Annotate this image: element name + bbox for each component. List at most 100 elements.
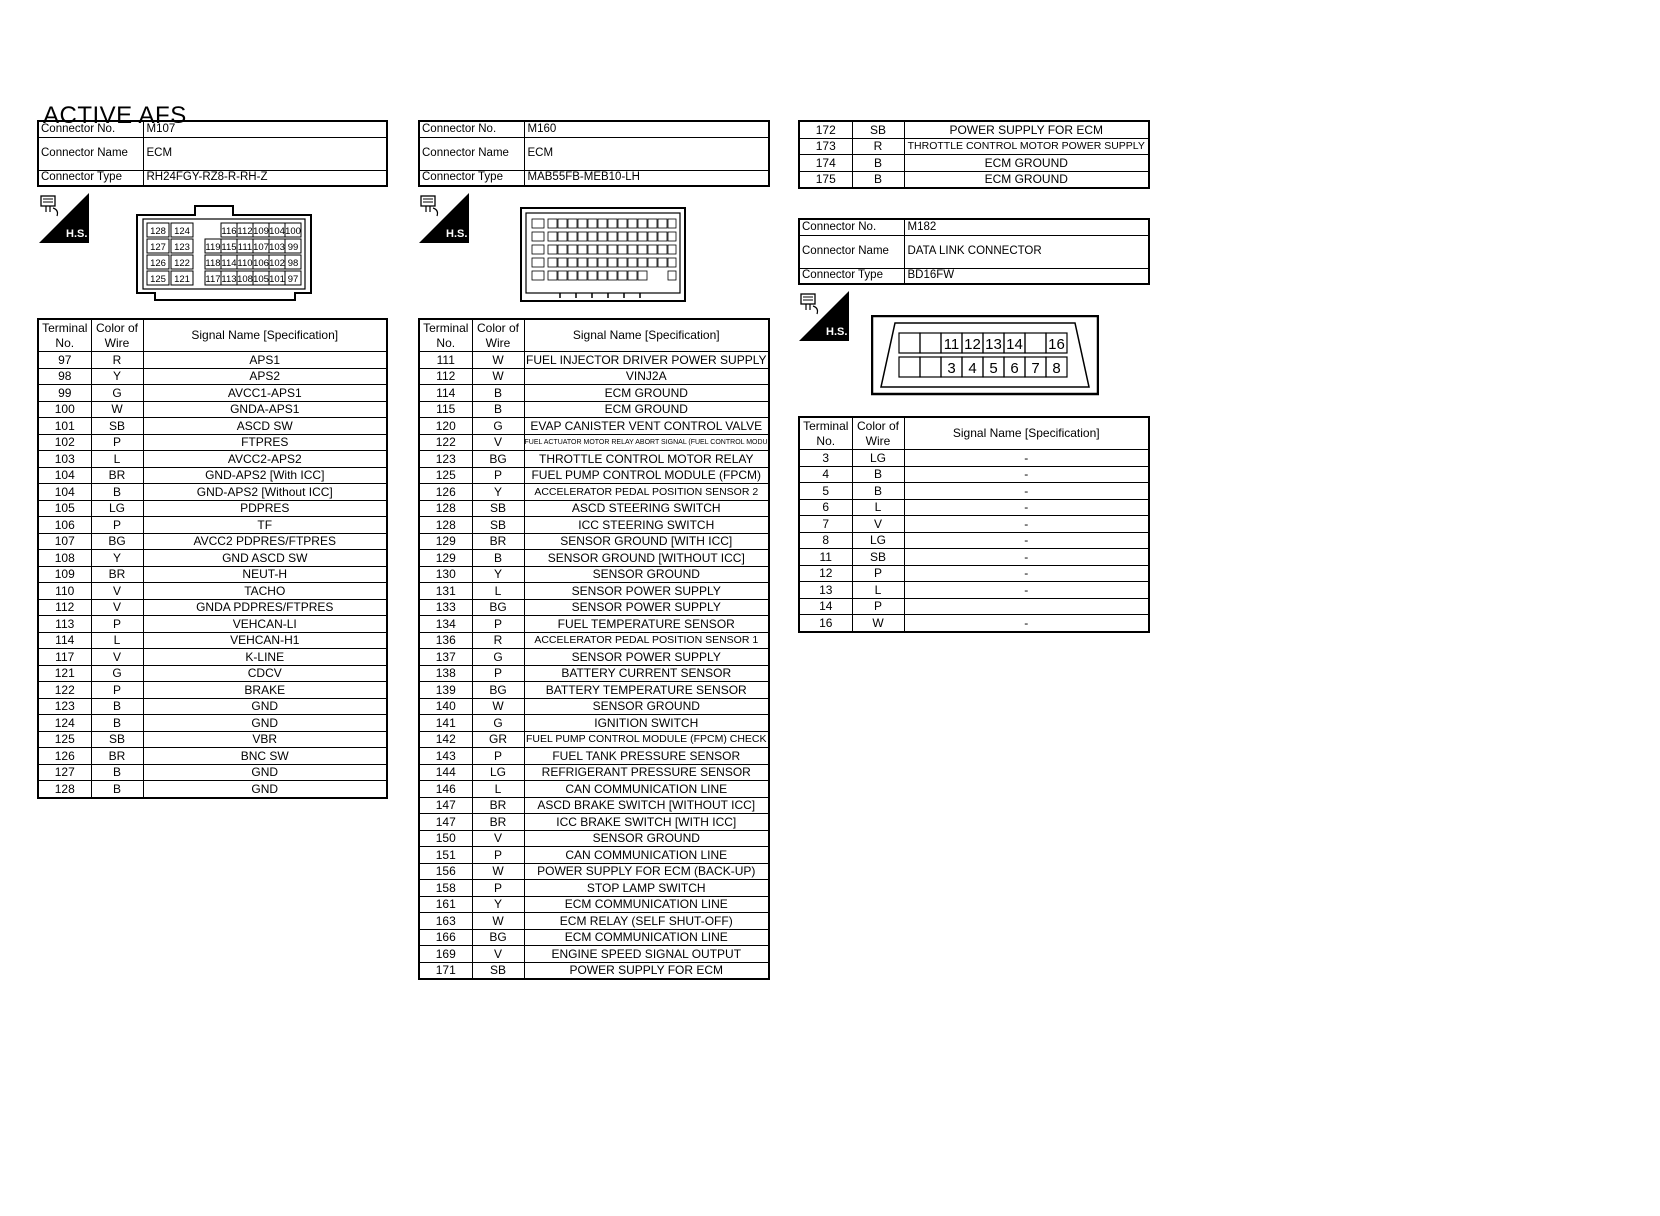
wire-color-cell: B <box>90 763 144 781</box>
wire-color-cell: P <box>90 681 144 699</box>
pin-cell <box>531 218 545 229</box>
pin-cell <box>647 231 658 242</box>
pin-cell <box>170 222 194 238</box>
pin-cell <box>146 254 170 270</box>
pin-cell <box>607 244 618 255</box>
terminal-no-cell: 11 <box>798 548 853 566</box>
signal-name-cell: GNDA PDPRES/FTPRES <box>142 598 388 616</box>
signal-name-cell: ACCELERATOR PEDAL POSITION SENSOR 2 <box>523 483 770 501</box>
terminal-no-cell: 107 <box>37 532 92 550</box>
terminal-no-cell: 104 <box>37 466 92 484</box>
wire-color-cell: B <box>851 154 905 172</box>
pin-label: 125 <box>150 274 166 285</box>
signal-name-cell: AVCC1-APS1 <box>142 384 388 402</box>
wire-color-cell: BG <box>471 598 525 616</box>
wire-color-cell: B <box>90 780 144 798</box>
pin-cell <box>597 218 608 229</box>
signal-name-cell: BRAKE <box>142 681 388 699</box>
terminal-no-cell: 136 <box>418 631 473 649</box>
signal-name-cell: PDPRES <box>142 499 388 517</box>
color-header: Color of Wire <box>471 318 525 352</box>
signal-name-cell: SENSOR GROUND [WITH ICC] <box>523 532 770 550</box>
pin-label: 114 <box>221 258 236 269</box>
pin-cell <box>557 231 568 242</box>
signal-name-cell: BATTERY CURRENT SENSOR <box>523 664 770 682</box>
signal-name-cell <box>903 597 1150 615</box>
signal-name-cell: K-LINE <box>142 648 388 666</box>
terminal-no-cell: 109 <box>37 565 92 583</box>
pin-cell <box>617 270 628 281</box>
signal-name-cell: GND <box>142 697 388 715</box>
signal-name-cell: IGNITION SWITCH <box>523 714 770 732</box>
signal-name-cell: FTPRES <box>142 433 388 451</box>
terminal-no-cell: 120 <box>418 417 473 435</box>
signal-name-cell: ASCD SW <box>142 417 388 435</box>
terminal-no-cell: 150 <box>418 829 473 847</box>
wire-color-cell: B <box>90 697 144 715</box>
pin-cell <box>577 218 588 229</box>
wire-color-cell: B <box>471 549 525 567</box>
terminal-no-cell: 129 <box>418 532 473 550</box>
pin-cell <box>577 231 588 242</box>
connector-no-value: M160 <box>523 120 770 138</box>
signal-name-cell: STOP LAMP SWITCH <box>523 879 770 897</box>
pin-label: 124 <box>174 226 190 237</box>
signal-name-cell: GND-APS2 [Without ICC] <box>142 483 388 501</box>
pin-cell <box>667 244 677 255</box>
pin-label: 110 <box>237 258 252 269</box>
terminal-no-header: Terminal No. <box>418 318 473 352</box>
terminal-no-cell: 169 <box>418 945 473 963</box>
pin-cell <box>1024 332 1047 354</box>
connector-name-label: Connector Name <box>798 234 905 269</box>
pin-cell <box>284 222 302 238</box>
signal-name-cell: SENSOR GROUND <box>523 565 770 583</box>
terminal-no-cell: 114 <box>37 631 92 649</box>
terminal-no-cell: 127 <box>37 763 92 781</box>
terminal-no-cell: 129 <box>418 549 473 567</box>
pin-label: 100 <box>285 226 301 237</box>
connector-type-label: Connector Type <box>37 169 144 187</box>
signal-name-cell: FUEL INJECTOR DRIVER POWER SUPPLY <box>523 351 770 369</box>
signal-name-cell: ECM COMMUNICATION LINE <box>523 895 770 913</box>
wire-color-cell: V <box>471 945 525 963</box>
signal-name-cell: APS1 <box>142 351 388 369</box>
connector-m182-terminal-table: Terminal No. Color of Wire Signal Name [… <box>798 416 1150 633</box>
terminal-no-cell: 143 <box>418 747 473 765</box>
wire-color-cell: BR <box>471 532 525 550</box>
wire-color-cell: V <box>90 598 144 616</box>
terminal-no-cell: 102 <box>37 433 92 451</box>
terminal-no-cell: 161 <box>418 895 473 913</box>
terminal-no-cell: 173 <box>798 137 853 155</box>
signal-name-cell: ENGINE SPEED SIGNAL OUTPUT <box>523 945 770 963</box>
signal-name-cell: POWER SUPPLY FOR ECM <box>903 120 1150 139</box>
wire-color-cell: B <box>851 170 905 189</box>
pin-cell <box>667 218 677 229</box>
wire-color-cell: L <box>851 498 905 516</box>
signal-name-cell: BNC SW <box>142 747 388 765</box>
pin-label: 5 <box>989 360 997 377</box>
pin-label: 109 <box>253 226 269 237</box>
terminal-no-cell: 172 <box>798 120 853 139</box>
pin-cell <box>597 231 608 242</box>
